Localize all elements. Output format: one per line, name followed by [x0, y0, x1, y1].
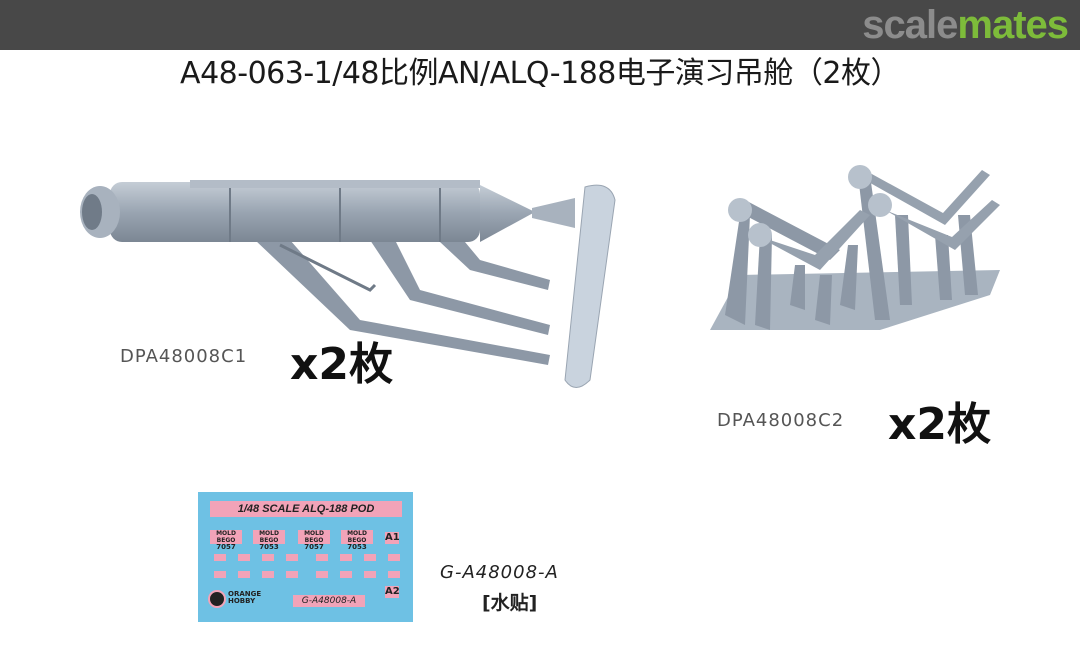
decal-mini: [214, 554, 226, 561]
scalemates-logo[interactable]: scalemates: [862, 3, 1069, 47]
pod-part-image: [80, 180, 616, 388]
decal-caption-label: [水贴]: [482, 592, 538, 614]
header-bar: scalemates: [0, 0, 1080, 50]
logo-text-scale: scale: [862, 3, 958, 47]
pylon-part-image: [710, 165, 1000, 330]
decal-mini: [364, 554, 376, 561]
decal-mini: [238, 571, 250, 578]
decal-a1: A1: [385, 532, 400, 544]
orange-hobby-logo-icon: [208, 590, 226, 608]
part-quantity-c1: x2枚: [290, 339, 393, 390]
decal-header: 1/48 SCALE ALQ-188 POD: [210, 501, 402, 517]
decal-mini: [340, 554, 352, 561]
decal-mini: [262, 554, 274, 561]
page-title: A48-063-1/48比例AN/ALQ-188电子演习吊舱（2枚）: [180, 56, 900, 91]
decal-mini: [286, 571, 298, 578]
decal-code: G-A48008-A: [293, 595, 365, 607]
decal-mini: [340, 571, 352, 578]
decal-mini: [262, 571, 274, 578]
decal-mini: [388, 571, 400, 578]
decal-caption-code: G-A48008-A: [440, 562, 559, 583]
decal-mini: [364, 571, 376, 578]
part-code-c2: DPA48008C2: [717, 410, 845, 431]
decal-mini: [286, 554, 298, 561]
decal-mini: [238, 554, 250, 561]
decal-mini: [316, 554, 328, 561]
decal-a2: A2: [385, 586, 400, 598]
decal-mini: [316, 571, 328, 578]
part-quantity-c2: x2枚: [888, 399, 991, 450]
decal-mini: [214, 571, 226, 578]
part-code-c1: DPA48008C1: [120, 346, 248, 367]
decal-mini: [388, 554, 400, 561]
logo-text-mates: mates: [957, 3, 1069, 47]
